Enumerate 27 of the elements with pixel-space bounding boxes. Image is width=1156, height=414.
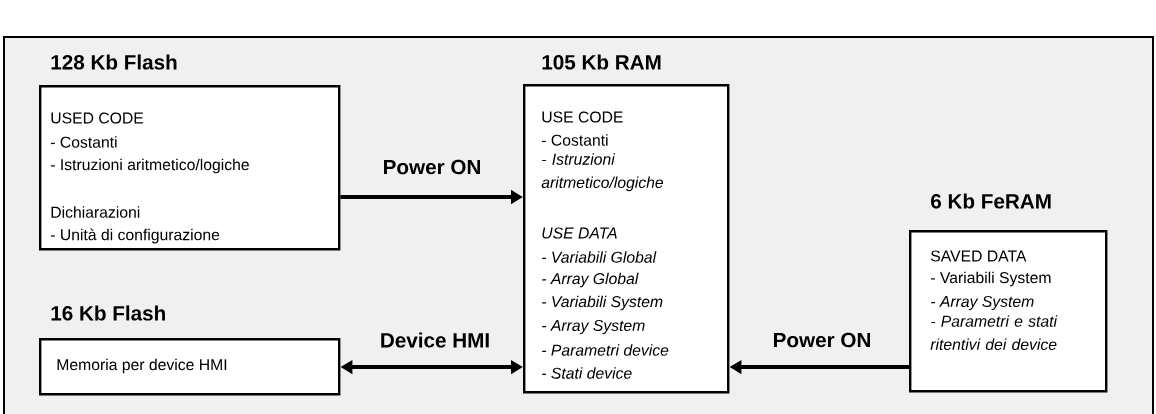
memory-item: - Array System (931, 295, 1034, 311)
memory-heading: 105 Kb RAM (542, 54, 661, 70)
memory-heading: 128 Kb Flash (51, 54, 177, 70)
memory-item: - Istruzioni aritmetico/logiche (50, 158, 249, 174)
memory-item: USED CODE (51, 112, 144, 124)
memory-item: USE CODE (542, 111, 623, 123)
memory-item: - Parametri e stati ritentivi dei device (930, 315, 1058, 351)
memory-item: - Variabili Global (542, 251, 657, 263)
memory-item: - Variabili System (930, 271, 1051, 287)
memory-item: SAVED DATA (931, 250, 1027, 262)
memory-item: - Costanti (541, 134, 608, 146)
memory-item: - Variabili System (542, 295, 663, 311)
memory-item: - Array System (542, 319, 645, 335)
memory-item: - Istruzioni aritmetico/logiche (541, 153, 664, 192)
memory-item: Memoria per device HMI (57, 358, 227, 374)
memory-item: - Costanti (50, 136, 117, 148)
memory-item: - Stati device (542, 367, 632, 379)
memory-heading: 6 Kb FeRAM (931, 193, 1051, 209)
memory-item: - Array Global (542, 272, 639, 288)
memory-item: Dichiarazioni (51, 206, 140, 218)
edge-label: Power ON (771, 331, 873, 349)
edge-label: Device HMI (378, 331, 492, 349)
memory-item: USE DATA (542, 227, 617, 239)
edge-label: Power ON (381, 158, 483, 176)
memory-item: - Unità di configurazione (50, 228, 220, 244)
memory-heading: 16 Kb Flash (51, 305, 165, 321)
memory-item: - Parametri device (542, 344, 669, 356)
